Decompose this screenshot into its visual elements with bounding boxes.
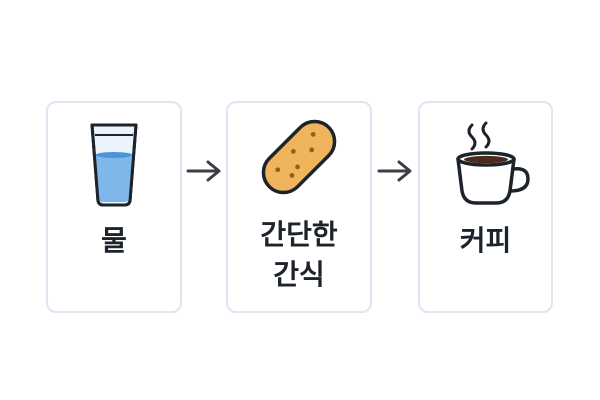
- arrow-right-icon: [186, 160, 221, 182]
- step-label: 간단한 간식: [260, 218, 338, 291]
- step-card-snack: 간단한 간식: [226, 101, 372, 313]
- step-label: 커피: [459, 224, 512, 257]
- water-glass-icon: [90, 123, 138, 207]
- coffee-cup-icon: [455, 121, 530, 205]
- step-label: 물: [101, 224, 127, 257]
- step-card-coffee: 커피: [418, 101, 553, 313]
- cracker-snack-icon: [261, 119, 337, 195]
- arrow-right-icon: [377, 160, 412, 182]
- step-card-water: 물: [46, 101, 182, 313]
